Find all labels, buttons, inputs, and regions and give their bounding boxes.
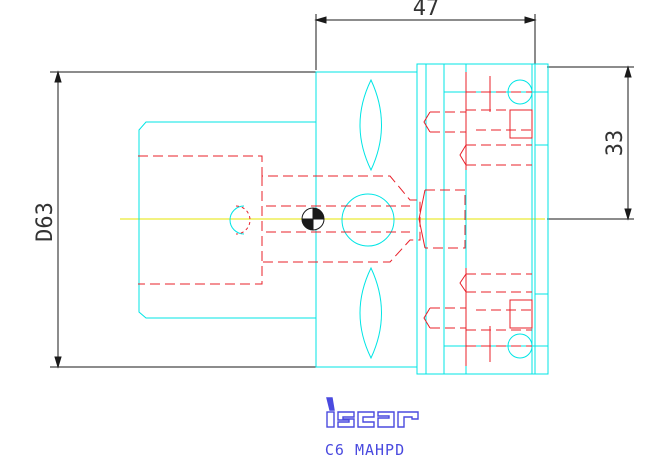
center-of-gravity-icon — [301, 207, 325, 231]
dimension-lines — [50, 14, 634, 369]
brand-logo — [326, 397, 419, 428]
hidden-details — [235, 72, 533, 366]
dimension-diameter-label: D63 — [33, 202, 58, 242]
dimension-length-label: 47 — [413, 0, 440, 21]
dimension-height-label: 33 — [603, 130, 628, 157]
model-caption: C6 MAHPD — [325, 441, 405, 459]
